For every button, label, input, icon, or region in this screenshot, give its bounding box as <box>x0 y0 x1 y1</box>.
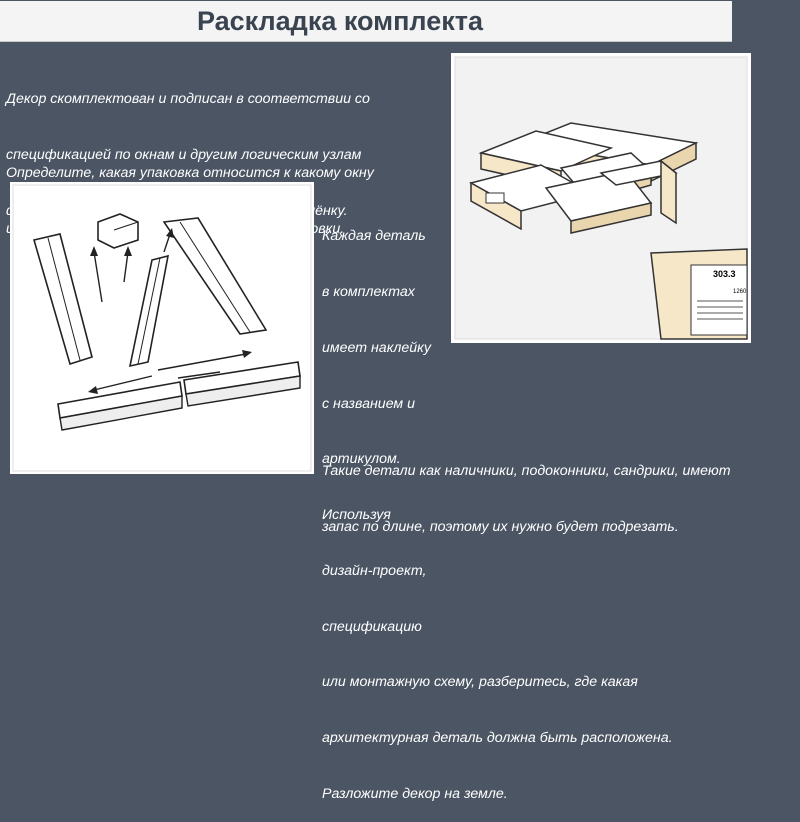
intro-line: спецификацией по окнам и другим логическ… <box>6 146 362 163</box>
label-size: 1260 <box>733 289 747 295</box>
task-line: Определите, какая упаковка относится к к… <box>6 165 374 182</box>
page-title: Раскладка комплекта <box>196 6 483 36</box>
detail-line: архитектурная деталь должна быть располо… <box>322 730 673 747</box>
title-bar: Раскладка комплекта <box>0 1 732 42</box>
detail-line: или монтажную схему, разберитесь, где ка… <box>322 674 638 691</box>
layout-illustration <box>10 182 314 474</box>
packages-illustration: 303.3 1260 <box>451 53 751 343</box>
note-text: Такие детали как наличники, подоконники,… <box>322 425 731 555</box>
detail-line: артикулом. <box>322 451 401 468</box>
detail-line: Каждая деталь <box>322 228 426 245</box>
detail-line: с названием и <box>322 395 415 412</box>
intro-line: Декор скомплектован и подписан в соответ… <box>6 91 370 108</box>
detail-line: в комплектах <box>322 283 415 300</box>
note-line: Такие детали как наличники, подоконники,… <box>322 463 731 480</box>
detail-line: имеет наклейку <box>322 339 431 356</box>
label-code: 303.3 <box>713 269 736 279</box>
packages-drawing: 303.3 1260 <box>454 56 748 340</box>
note-line: запас по длине, поэтому их нужно будет п… <box>322 518 679 535</box>
layout-drawing <box>12 184 312 472</box>
detail-line: Разложите декор на земле. <box>322 786 508 802</box>
detail-line: спецификацию <box>322 618 422 635</box>
detail-line: дизайн-проект, <box>322 562 427 579</box>
